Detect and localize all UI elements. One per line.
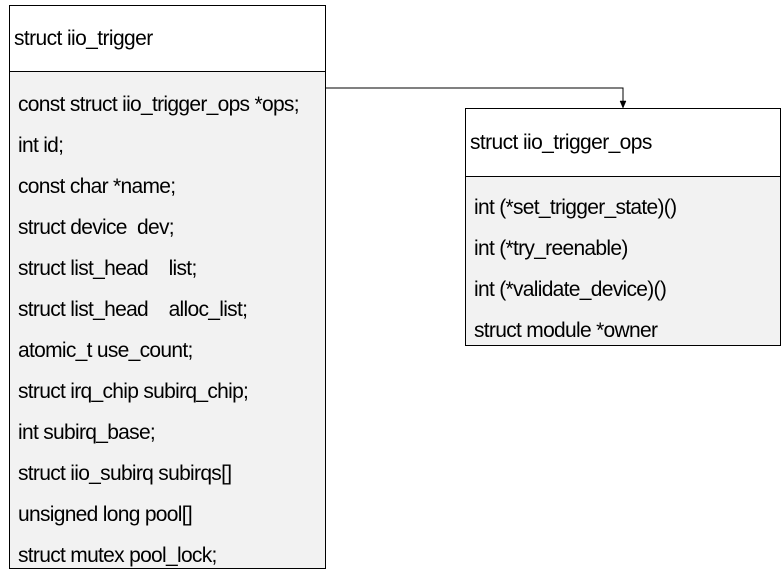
field-try-reenable: int (*try_reenable) xyxy=(474,236,628,260)
field-list: struct list_head list; xyxy=(18,256,197,280)
iio-trigger-ops-struct-title: struct iio_trigger_ops xyxy=(466,109,780,177)
field-name: const char *name; xyxy=(18,174,176,198)
iio-trigger-struct-fields: const struct iio_trigger_ops *ops; int i… xyxy=(10,72,325,568)
field-pool: unsigned long pool[] xyxy=(18,502,193,526)
field-ops: const struct iio_trigger_ops *ops; xyxy=(18,92,300,116)
connector-line xyxy=(326,87,624,102)
field-id: int id; xyxy=(18,133,64,157)
arrowhead-icon xyxy=(619,100,627,109)
iio-trigger-ops-struct-fields: int (*set_trigger_state)() int (*try_ree… xyxy=(466,177,780,345)
field-owner: struct module *owner xyxy=(474,318,658,342)
field-set-trigger-state: int (*set_trigger_state)() xyxy=(474,195,677,219)
field-pool-lock: struct mutex pool_lock; xyxy=(18,543,217,567)
field-use-count: atomic_t use_count; xyxy=(18,338,193,362)
iio-trigger-struct-title: struct iio_trigger xyxy=(10,6,325,72)
field-subirq-chip: struct irq_chip subirq_chip; xyxy=(18,379,249,403)
field-subirqs: struct iio_subirq subirqs[] xyxy=(18,461,232,485)
field-subirq-base: int subirq_base; xyxy=(18,420,156,444)
iio-trigger-ops-struct-box: struct iio_trigger_ops int (*set_trigger… xyxy=(465,108,781,346)
field-alloc-list: struct list_head alloc_list; xyxy=(18,297,248,321)
field-dev: struct device dev; xyxy=(18,215,175,239)
field-validate-device: int (*validate_device)() xyxy=(474,277,667,301)
iio-trigger-struct-box: struct iio_trigger const struct iio_trig… xyxy=(9,5,326,569)
